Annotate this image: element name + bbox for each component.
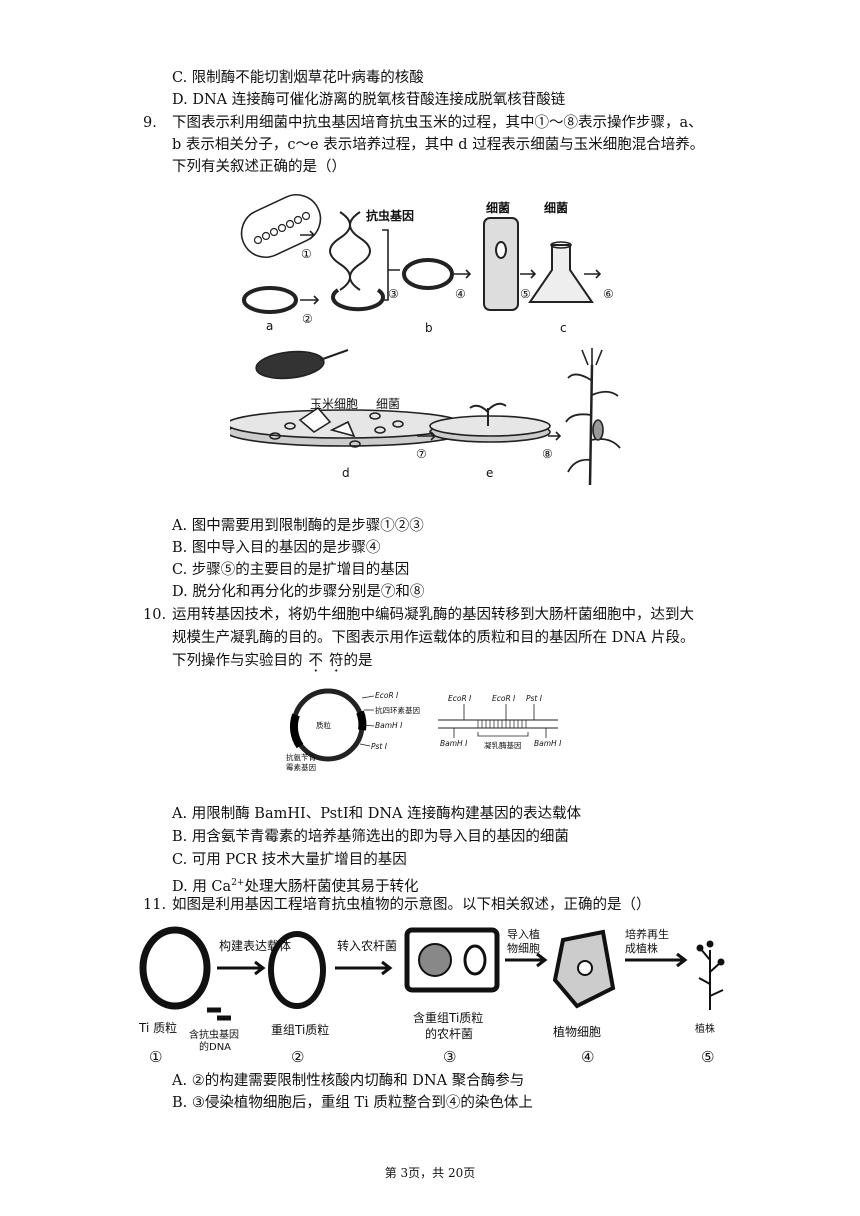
svg-text:抗四环素基因: 抗四环素基因 [375,705,420,715]
ti-plasmid-process-diagram: 构建表达载体 转入农杆菌 导入植 物细胞 培养再生 成植株 Ti 质粒 含抗虫基… [138,926,725,1066]
svg-text:⑦: ⑦ [416,447,427,461]
svg-text:玉米细胞: 玉米细胞 [310,397,358,411]
q10-option-a[interactable]: A. 用限制酶 BamHⅠ、PstⅠ和 DNA 连接酶构建基因的表达载体 [172,806,582,822]
q9-option-b[interactable]: B. 图中导入目的基因的是步骤④ [172,540,381,556]
svg-text:e: e [486,466,493,480]
svg-text:细菌: 细菌 [376,397,400,411]
emphasis-bu: 不 [309,653,324,669]
svg-text:②: ② [291,1048,304,1066]
question-9-number: 9. [143,115,157,131]
question-10-number: 10. [143,607,167,623]
q11-option-a[interactable]: A. ②的构建需要限制性核酸内切酶和 DNA 聚合酶参与 [172,1073,525,1089]
svg-text:⑥: ⑥ [603,287,614,301]
svg-text:④: ④ [581,1048,594,1066]
agrobacterium-box [404,927,500,993]
svg-text:BamH Ⅰ: BamH Ⅰ [375,721,403,730]
svg-text:凝乳酶基因: 凝乳酶基因 [484,740,522,750]
ti-plasmid [139,926,211,1010]
recombinant-ti-plasmid [268,931,326,1009]
question-10-line1: 运用转基因技术，将奶牛细胞中编码凝乳酶的基因转移到大肠杆菌细胞中，达到大 [172,607,694,623]
question-9-line2: b 表示相关分子，c～e 表示培养过程，其中 d 过程表示细菌与玉米细胞混合培养… [172,137,705,153]
svg-text:⑧: ⑧ [542,447,553,461]
svg-text:培养再生: 培养再生 [625,927,669,941]
svg-text:c: c [560,321,567,335]
svg-text:的DNA: 的DNA [199,1040,231,1053]
svg-text:Pst Ⅰ: Pst Ⅰ [526,694,543,703]
maize-cob [255,350,325,380]
svg-text:转入农杆菌: 转入农杆菌 [337,938,397,953]
svg-text:EcoR Ⅰ: EcoR Ⅰ [492,694,516,703]
bacterial-dna-shape [240,194,322,258]
svg-text:植物细胞: 植物细胞 [553,1024,601,1039]
maize-plant [588,364,594,486]
q9-option-a[interactable]: A. 图中需要用到限制酶的是步骤①②③ [172,518,424,534]
question-10-line3: 下列操作与实验目的不符的是 [172,651,373,671]
q10-option-c[interactable]: C. 可用 PCR 技术大量扩增目的基因 [172,852,407,868]
svg-text:①: ① [301,247,312,261]
question-9-line1: 下图表示利用细菌中抗虫基因培育抗虫玉米的过程，其中①～⑧表示操作步骤，a、 [172,115,703,131]
svg-text:质粒: 质粒 [316,720,331,730]
emphasis-fu: 符 [329,653,344,669]
svg-text:①: ① [149,1048,162,1066]
q9-option-c[interactable]: C. 步骤⑤的主要目的是扩增目的基因 [172,562,410,578]
cut-plasmid [331,288,385,312]
question-9-line3: 下列有关叙述正确的是（） [172,159,346,175]
plant-shape [698,947,724,1010]
question-11-line1: 如图是利用基因工程培育抗虫植物的示意图。以下相关叙述，正确的是（） [172,897,651,913]
svg-text:BamH Ⅰ: BamH Ⅰ [440,739,468,748]
svg-text:BamH Ⅰ: BamH Ⅰ [534,739,562,748]
svg-text:⑤: ⑤ [701,1048,714,1066]
svg-text:霉素基因: 霉素基因 [286,762,316,772]
q10-option-b[interactable]: B. 用含氨苄青霉素的培养基筛选出的即为导入目的基因的细菌 [172,829,569,845]
culture-flask-c [528,244,594,303]
plasmid-a [242,286,298,314]
q10-option-d[interactable]: D. 用 Ca2+处理大肠杆菌使其易于转化 [172,878,419,895]
question-11-number: 11. [143,897,167,913]
recombinant-plasmid-b [402,258,454,290]
svg-text:重组Ti质粒: 重组Ti质粒 [271,1022,329,1037]
svg-text:d: d [342,466,350,480]
option-d-prev: D. DNA 连接酶可催化游离的脱氧核苷酸连接成脱氧核苷酸链 [172,92,566,108]
maize-transgenic-diagram: 抗虫基因 细菌 细菌 玉米细胞 细菌 a b c d e ① ② ③ ④ ⑤ ⑥… [230,194,621,486]
question-10-line2: 规模生产凝乳酶的目的。下图表示用作运载体的质粒和目的基因所在 DNA 片段。 [172,630,695,646]
svg-text:②: ② [302,312,313,326]
svg-text:细菌: 细菌 [544,200,568,215]
svg-text:物细胞: 物细胞 [507,941,540,955]
svg-text:a: a [266,319,273,333]
svg-text:③: ③ [388,287,399,301]
svg-text:③: ③ [443,1048,456,1066]
svg-text:抗氨苄青: 抗氨苄青 [286,752,316,762]
q11-option-b[interactable]: B. ③侵染植物细胞后，重组 Ti 质粒整合到④的染色体上 [172,1095,533,1111]
svg-text:EcoR Ⅰ: EcoR Ⅰ [448,694,472,703]
q9-option-d[interactable]: D. 脱分化和再分化的步骤分别是⑦和⑧ [172,584,425,600]
svg-text:细菌: 细菌 [486,200,510,215]
svg-text:EcoR Ⅰ: EcoR Ⅰ [375,691,399,700]
svg-text:成植株: 成植株 [625,941,658,955]
svg-text:④: ④ [455,287,466,301]
svg-text:导入植: 导入植 [507,927,540,941]
svg-text:抗虫基因: 抗虫基因 [366,208,414,223]
svg-text:含重组Ti质粒: 含重组Ti质粒 [413,1010,483,1025]
page-footer: 第 3页，共 20页 [384,1166,476,1180]
svg-text:植株: 植株 [695,1022,715,1035]
svg-text:构建表达载体: 构建表达载体 [219,938,291,953]
svg-text:含抗虫基因: 含抗虫基因 [189,1028,239,1041]
svg-text:⑤: ⑤ [520,287,531,301]
bacterium-cell [483,217,519,311]
option-c-prev: C. 限制酶不能切割烟草花叶病毒的核酸 [172,70,424,86]
plasmid-and-gene-diagram: 质粒 EcoR Ⅰ 抗四环素基因 BamH Ⅰ Pst Ⅰ 抗氨苄青 霉素基因 … [286,688,562,772]
svg-text:的农杆菌: 的农杆菌 [425,1026,473,1041]
svg-text:Pst Ⅰ: Pst Ⅰ [371,742,388,751]
svg-text:b: b [425,321,433,335]
svg-text:Ti 质粒: Ti 质粒 [138,1020,177,1035]
